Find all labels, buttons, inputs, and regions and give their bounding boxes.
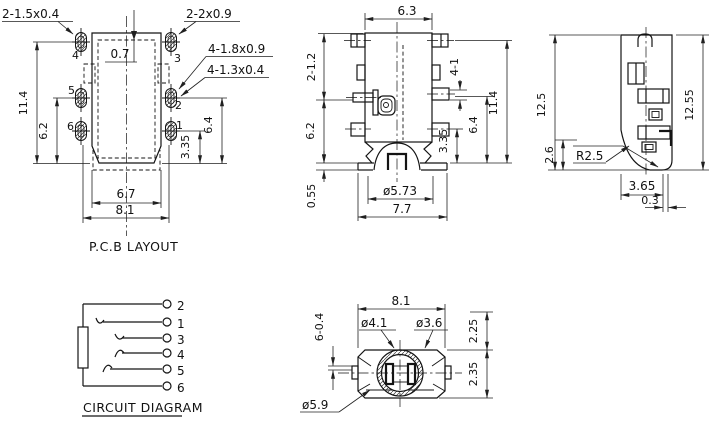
circuit-pin-6: 6	[83, 381, 185, 395]
dim-front-mid-height: 6.4	[467, 116, 480, 134]
dim-bottom-width: 8.1	[391, 294, 410, 308]
radius-callout: R2.5	[576, 149, 603, 163]
dim-pcb-pin1-height: 3.35	[179, 135, 192, 160]
circuit-pin-label: 2	[177, 299, 185, 313]
pcb-dimensions: 11.4 6.2 3.35 6.4 6.7 8.1	[17, 41, 227, 223]
dia-inner-callout: ø4.1	[361, 316, 387, 330]
circuit-pin-label: 5	[177, 364, 185, 378]
dim-front-standoff: 0.55	[305, 184, 318, 209]
dim-bottom-lower: 2.35	[467, 362, 480, 387]
front-zigzag-right	[423, 141, 433, 164]
dim-pcb-total-height: 11.4	[17, 91, 30, 116]
view-front: 6.3 2-1.2 6.2 0.55 4-1 11.4 6.4	[304, 4, 512, 221]
side-internal-features	[627, 62, 673, 153]
view-bottom: 8.1 ø4.1 ø3.6 6-0.4 2.25 2.35 ø5.9	[300, 294, 493, 413]
front-switch-feature	[346, 89, 396, 116]
pad-number-2: 2	[175, 99, 182, 112]
dim-pcb-offset: 0.7	[110, 47, 129, 61]
dim-bottom-upper: 2.25	[467, 319, 480, 344]
circuit-pin-4: 4	[114, 348, 185, 362]
circuit-pin-2: 2	[83, 299, 185, 313]
front-body	[364, 32, 433, 143]
pcb-callouts: 2-1.5x0.4 2-2x0.9 4-1.8x0.9 4-1.3x0.4 0.…	[2, 7, 273, 97]
bottom-contact-left	[384, 362, 395, 386]
pad-number-4: 4	[72, 49, 79, 62]
dia-bore-callout: ø3.6	[416, 316, 442, 330]
dim-front-bore: ø5.73	[383, 184, 417, 198]
circuit-pin-label: 6	[177, 381, 185, 395]
pcb-slot-right-dashed	[157, 63, 170, 84]
pad-1	[162, 117, 180, 145]
dim-pcb-inner-width: 6.7	[116, 187, 135, 201]
dim-front-tab: 2-1.2	[305, 53, 318, 81]
circuit-pin-1: 1	[95, 317, 185, 331]
pcb-bottom-dashed	[92, 150, 161, 171]
dim-bottom-pins: 6-0.4	[313, 313, 326, 341]
circuit-pin-label: 3	[177, 333, 185, 347]
pcb-slot-left-dashed	[83, 63, 96, 84]
pcb-layout-title: P.C.B LAYOUT	[89, 239, 178, 254]
callout-pad-inner: 4-1.3x0.4	[207, 63, 264, 77]
view-circuit-diagram: 2 1 3 4 5 6 CIRCUIT DIAGRAM	[77, 299, 203, 417]
dim-side-height-right: 12.55	[683, 89, 696, 121]
pcb-pads	[72, 28, 180, 145]
dim-front-base-width: 7.7	[392, 202, 411, 216]
pad-3	[162, 28, 180, 56]
pad-number-3: 3	[174, 52, 181, 65]
dim-front-total-height: 11.4	[487, 91, 500, 116]
dim-side-edge: 0.3	[641, 194, 659, 207]
view-pcb-layout: 4 5 6 3 2 1 2-1.5x0.4 2-2x0.9 4-1.8x0.9 …	[2, 7, 273, 254]
side-top-tab	[637, 33, 653, 47]
front-dome	[373, 142, 421, 171]
bottom-contact-right	[406, 362, 417, 386]
dim-pcb-outer-width: 8.1	[115, 203, 134, 217]
pad-number-5: 5	[68, 84, 75, 97]
circuit-resistor	[77, 326, 89, 369]
pad-4	[72, 28, 90, 56]
callout-pad-outer: 4-1.8x0.9	[208, 42, 265, 56]
dim-pcb-pin2-height: 6.4	[202, 116, 215, 134]
bottom-dimensions: 8.1 ø4.1 ø3.6 6-0.4 2.25 2.35 ø5.9	[300, 294, 493, 413]
bottom-pin-left	[351, 365, 359, 380]
front-dimensions: 6.3 2-1.2 6.2 0.55 4-1 11.4 6.4	[304, 4, 512, 221]
bottom-pin-right	[444, 365, 452, 380]
pad-6	[72, 117, 90, 145]
front-zigzag-left	[364, 141, 374, 164]
front-dome-window	[386, 152, 408, 170]
dim-side-foot-width: 3.65	[629, 179, 656, 193]
dim-side-corner-height: 2.6	[543, 146, 556, 164]
callout-slot-right: 2-2x0.9	[186, 7, 232, 21]
view-side: 12.5 12.55 2.6 R2.5 3.65 0.3	[535, 27, 709, 212]
pad-number-1: 1	[176, 119, 183, 132]
dim-front-low-height: 3.35	[437, 129, 450, 154]
callout-slot-left: 2-1.5x0.4	[2, 7, 59, 21]
pad-2	[162, 84, 180, 112]
dim-front-body-height: 6.2	[304, 122, 317, 140]
dim-side-height-left: 12.5	[535, 93, 548, 118]
circuit-pin-label: 4	[177, 348, 185, 362]
pcb-body-outline	[91, 32, 162, 164]
circuit-pin-label: 1	[177, 317, 185, 331]
dim-front-pin-width: 4-1	[448, 58, 461, 76]
circuit-diagram-title: CIRCUIT DIAGRAM	[83, 400, 203, 415]
dim-front-top-width: 6.3	[397, 4, 416, 18]
circuit-pin-3: 3	[114, 333, 185, 347]
pcb-inner-dashed	[97, 39, 156, 159]
side-dimensions: 12.5 12.55 2.6 R2.5 3.65 0.3	[535, 34, 709, 212]
circuit-pin-5: 5	[102, 364, 185, 378]
pad-5	[72, 84, 90, 112]
dia-outer-callout: ø5.9	[302, 398, 328, 412]
pad-number-6: 6	[67, 120, 74, 133]
dim-pcb-mid-height: 6.2	[37, 122, 50, 140]
